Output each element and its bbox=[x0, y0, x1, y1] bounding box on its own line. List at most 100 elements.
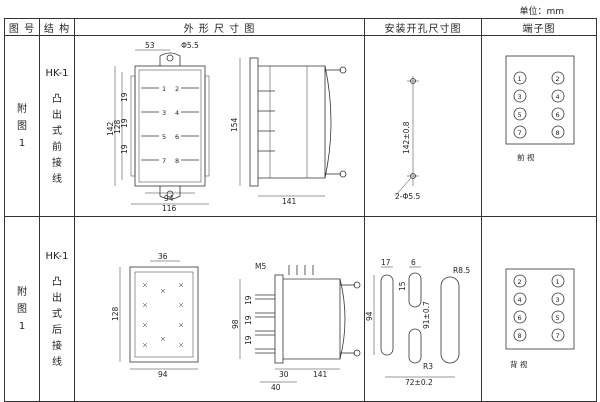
relay-back-face bbox=[129, 266, 199, 363]
svg-text:1: 1 bbox=[556, 278, 560, 286]
mount-slot bbox=[380, 274, 394, 356]
header-fig-no: 图 号 bbox=[4, 18, 40, 36]
fig-no-cell: 附 图 1 bbox=[4, 35, 40, 217]
svg-text:36: 36 bbox=[158, 252, 168, 261]
svg-text:98: 98 bbox=[231, 319, 240, 329]
structure-cell: HK-1 凸出 式后 接线 bbox=[39, 216, 75, 402]
svg-text:94: 94 bbox=[164, 194, 174, 203]
svg-text:19: 19 bbox=[120, 118, 129, 128]
svg-text:94: 94 bbox=[158, 370, 168, 379]
table-row: 附 图 1 HK-1 凸出 式前 接线 bbox=[4, 35, 597, 217]
svg-text:2: 2 bbox=[175, 85, 179, 93]
table-row: 附 图 1 HK-1 凸出 式后 接线 bbox=[4, 216, 597, 402]
svg-text:6: 6 bbox=[175, 133, 179, 141]
outer-dimension-drawing-front: 1 2 3 4 5 6 7 8 53 Φ5.5 142 128 19 19 bbox=[106, 41, 347, 213]
side-terminal-studs bbox=[255, 265, 314, 354]
svg-text:8: 8 bbox=[175, 157, 179, 165]
header-outer-drawing: 外 形 尺 寸 图 bbox=[74, 18, 365, 36]
svg-text:8: 8 bbox=[556, 129, 560, 137]
structure-desc: 凸出 式前 接线 bbox=[52, 93, 62, 185]
svg-text:142: 142 bbox=[106, 121, 115, 136]
svg-text:2-Φ5.5: 2-Φ5.5 bbox=[395, 192, 421, 201]
svg-text:1: 1 bbox=[518, 75, 522, 83]
svg-text:2: 2 bbox=[518, 278, 522, 286]
outer-dimension-drawing-back: 36 128 94 M5 bbox=[111, 252, 361, 392]
svg-text:128: 128 bbox=[111, 306, 120, 321]
svg-text:R8.5: R8.5 bbox=[453, 266, 470, 275]
terminal-circles: 1 2 3 4 5 6 7 8 bbox=[513, 71, 565, 139]
svg-text:3: 3 bbox=[518, 93, 522, 101]
svg-text:19: 19 bbox=[244, 335, 253, 345]
dim-label: M5 bbox=[255, 262, 266, 271]
front-terminal-pins: 1 2 3 4 5 6 7 8 bbox=[141, 85, 199, 165]
svg-text:7: 7 bbox=[162, 157, 166, 165]
svg-text:116: 116 bbox=[162, 204, 177, 212]
svg-text:19: 19 bbox=[244, 295, 253, 305]
back-terminal-marks bbox=[142, 282, 184, 348]
svg-text:6: 6 bbox=[411, 258, 416, 267]
svg-text:94: 94 bbox=[365, 311, 374, 321]
terminal-diagram-front: 1 2 3 4 5 6 7 8 前 视 bbox=[505, 55, 575, 162]
screw-icon bbox=[339, 66, 347, 74]
mount-hole-icon bbox=[166, 54, 174, 62]
svg-text:15: 15 bbox=[398, 281, 407, 291]
outer-drawing-cell: 1 2 3 4 5 6 7 8 53 Φ5.5 142 128 19 19 bbox=[74, 35, 365, 217]
svg-text:5: 5 bbox=[162, 133, 166, 141]
relay-side-flange bbox=[249, 57, 259, 187]
mount-hole-drawing-front: 142±0.8 2-Φ5.5 bbox=[394, 76, 421, 201]
structure-desc: 凸出 式后 接线 bbox=[52, 276, 62, 368]
unit-label: 单位：mm bbox=[519, 7, 564, 17]
svg-text:19: 19 bbox=[244, 315, 253, 325]
svg-text:2: 2 bbox=[556, 75, 560, 83]
dim-label: Φ5.5 bbox=[181, 41, 199, 50]
relay-front-face bbox=[134, 65, 206, 187]
dimension-table: 图 号 结 构 外 形 尺 寸 图 安装开孔尺寸图 端子图 附 图 1 HK-1… bbox=[4, 18, 597, 402]
svg-text:6: 6 bbox=[518, 314, 522, 322]
table-header-row: 图 号 结 构 外 形 尺 寸 图 安装开孔尺寸图 端子图 bbox=[4, 18, 597, 36]
svg-text:7: 7 bbox=[556, 332, 560, 340]
mount-drawing-cell: 17 6 R8.5 94 15 91±0.7 R3 72±0.2 bbox=[364, 216, 482, 402]
svg-text:4: 4 bbox=[175, 109, 179, 117]
svg-text:19: 19 bbox=[120, 144, 129, 154]
svg-text:4: 4 bbox=[556, 93, 560, 101]
svg-text:4: 4 bbox=[518, 296, 522, 304]
svg-text:R3: R3 bbox=[423, 362, 433, 371]
terminal-drawing-cell: 2 1 4 3 6 5 8 7 背 视 bbox=[481, 216, 597, 402]
header-terminal-drawing: 端子图 bbox=[481, 18, 597, 36]
mount-hole-drawing-back: 17 6 R8.5 94 15 91±0.7 R3 72±0.2 bbox=[365, 258, 470, 387]
view-label: 前 视 bbox=[517, 152, 535, 162]
svg-text:91±0.7: 91±0.7 bbox=[422, 301, 431, 329]
svg-text:1: 1 bbox=[162, 85, 166, 93]
header-structure: 结 构 bbox=[39, 18, 75, 36]
svg-text:19: 19 bbox=[120, 92, 129, 102]
mount-drawing-cell: 142±0.8 2-Φ5.5 bbox=[364, 35, 482, 217]
fig-no-cell: 附 图 1 bbox=[4, 216, 40, 402]
structure-code: HK-1 bbox=[45, 67, 69, 79]
svg-text:7: 7 bbox=[518, 129, 522, 137]
outer-drawing-cell: 36 128 94 M5 bbox=[74, 216, 365, 402]
svg-text:30: 30 bbox=[279, 370, 289, 379]
structure-cell: HK-1 凸出 式前 接线 bbox=[39, 35, 75, 217]
mount-slot bbox=[408, 328, 422, 364]
svg-text:128: 128 bbox=[113, 119, 122, 134]
svg-text:3: 3 bbox=[556, 296, 560, 304]
header-mount-drawing: 安装开孔尺寸图 bbox=[364, 18, 482, 36]
svg-text:40: 40 bbox=[271, 383, 281, 392]
svg-text:5: 5 bbox=[518, 111, 522, 119]
terminal-circles: 2 1 4 3 6 5 8 7 bbox=[513, 274, 565, 342]
svg-text:141: 141 bbox=[313, 370, 328, 379]
svg-text:8: 8 bbox=[518, 332, 522, 340]
svg-text:3: 3 bbox=[162, 109, 166, 117]
svg-text:17: 17 bbox=[381, 258, 391, 267]
terminal-drawing-cell: 1 2 3 4 5 6 7 8 前 视 bbox=[481, 35, 597, 217]
svg-text:5: 5 bbox=[556, 314, 560, 322]
mount-slot bbox=[408, 272, 422, 308]
svg-text:72±0.2: 72±0.2 bbox=[405, 378, 433, 387]
mount-slot bbox=[440, 276, 460, 364]
svg-text:6: 6 bbox=[556, 111, 560, 119]
view-label: 背 视 bbox=[510, 359, 528, 369]
terminal-diagram-back: 2 1 4 3 6 5 8 7 背 视 bbox=[505, 268, 575, 369]
svg-text:141: 141 bbox=[282, 197, 297, 206]
structure-code: HK-1 bbox=[45, 250, 69, 262]
screw-icon bbox=[353, 281, 361, 289]
